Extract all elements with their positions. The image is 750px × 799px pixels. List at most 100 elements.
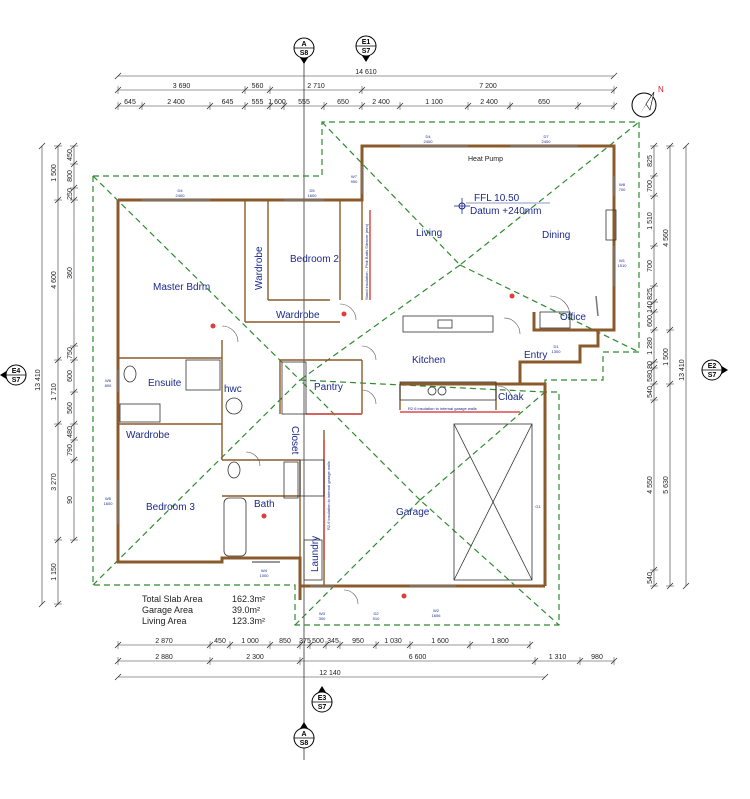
closet-box bbox=[299, 459, 325, 497]
section-tag-bottom_a-sheet: S8 bbox=[300, 740, 309, 747]
ensuite-vanity bbox=[119, 403, 161, 423]
dim-bottom-row1-3: 850 bbox=[279, 638, 291, 645]
section-tag-e4-letter: E4 bbox=[12, 368, 21, 375]
room-master-bedroom: Master Bdrm bbox=[153, 282, 210, 293]
dim-right-row3-0: 825 bbox=[647, 155, 654, 167]
roof-outline bbox=[92, 121, 640, 626]
dim-left-row3-3: 360 bbox=[67, 267, 74, 279]
dim-right-row2-1: 1 500 bbox=[663, 348, 670, 366]
dim-top-row3-4: 1 600 bbox=[268, 99, 286, 106]
room-labels: Master Bdrm Bedroom 2 Wardrobe Wardrobe … bbox=[126, 156, 586, 572]
dim-bottom-row2-3: 1 310 bbox=[549, 654, 567, 661]
ffl-marker: FFL 10.50 Datum +240mm bbox=[454, 193, 550, 217]
north-arrow: N bbox=[631, 85, 664, 118]
room-office: Office bbox=[560, 312, 586, 323]
dim-bottom-overall: 12 140 bbox=[319, 670, 341, 677]
office-desk bbox=[539, 311, 571, 329]
section-tag-bottom_a-letter: A bbox=[301, 731, 306, 738]
notes: Stand insulation - Pink Batts Silencer (… bbox=[326, 223, 477, 530]
room-dining: Dining bbox=[542, 230, 570, 241]
dim-right-row3-1: 700 bbox=[647, 180, 654, 192]
dim-top-row3-9: 2 400 bbox=[480, 99, 498, 106]
dim-top-row3-5: 555 bbox=[298, 99, 310, 106]
dim-left-row2-4: 1 150 bbox=[51, 563, 58, 581]
bath-shower bbox=[283, 461, 299, 499]
area-label-2: Living Area bbox=[142, 616, 187, 626]
section-tag-e2-letter: E2 bbox=[708, 363, 717, 370]
dim-bottom-row1-8: 1 030 bbox=[384, 638, 402, 645]
section-tag-top_a: AS8 bbox=[293, 37, 315, 64]
pantry-shelves bbox=[281, 361, 307, 415]
section-tag-e4-sheet: S7 bbox=[12, 377, 21, 384]
note-internal-garage: R2.6 insulation to internal garage walls bbox=[408, 406, 477, 411]
room-cloak: Cloak bbox=[498, 392, 525, 403]
dim-top-row2-2: 2 710 bbox=[307, 83, 325, 90]
section-tag-e1-sheet: S7 bbox=[362, 48, 371, 55]
dim-right-row3-10: 540 bbox=[647, 386, 654, 398]
dim-right-row3-12: 540 bbox=[647, 572, 654, 584]
area-value-2: 123.3m² bbox=[232, 616, 265, 626]
dim-bottom-row1-0: 2 870 bbox=[155, 638, 173, 645]
dim-left-row3-8: 790 bbox=[67, 444, 74, 456]
room-garage: Garage bbox=[396, 507, 430, 518]
dim-right-row3-6: 600 bbox=[647, 315, 654, 327]
smoke-alarms bbox=[210, 293, 515, 599]
area-value-0: 162.3m² bbox=[232, 594, 265, 604]
room-closet: Closet bbox=[289, 426, 300, 455]
room-ensuite: Ensuite bbox=[148, 378, 182, 389]
room-wardrobe-bedroom-2: Wardrobe bbox=[276, 310, 320, 321]
dim-bottom-row1-2: 1 000 bbox=[241, 638, 259, 645]
dim-left-row3-4: 750 bbox=[67, 347, 74, 359]
dim-top-row3-2: 645 bbox=[222, 99, 234, 106]
dim-bottom-row1-6: 345 bbox=[327, 638, 339, 645]
door-swings bbox=[221, 295, 571, 605]
dim-right-row3-7: 1 280 bbox=[647, 337, 654, 355]
room-entry: Entry bbox=[524, 350, 547, 361]
area-label-0: Total Slab Area bbox=[142, 594, 203, 604]
dim-right-row3-2: 1 510 bbox=[647, 212, 654, 230]
section-tag-top_a-letter: A bbox=[301, 41, 306, 48]
dim-top-row3-0: 645 bbox=[124, 99, 136, 106]
dim-top-overall: 14 610 bbox=[355, 69, 377, 76]
dim-left-row2-0: 1 500 bbox=[51, 164, 58, 182]
room-kitchen: Kitchen bbox=[412, 355, 445, 366]
dim-right-row3-5: 140 bbox=[647, 301, 654, 313]
kitchen-bench-top bbox=[402, 315, 494, 333]
dim-bottom-row1-4: 375 bbox=[299, 638, 311, 645]
dim-top-row3-8: 1 100 bbox=[425, 99, 443, 106]
dim-left-row2-1: 4 600 bbox=[51, 271, 58, 289]
dim-bottom-row2-1: 2 300 bbox=[246, 654, 264, 661]
garage-door-zone bbox=[453, 423, 533, 581]
section-tag-e3-sheet: S7 bbox=[318, 704, 327, 711]
section-tag-e1-letter: E1 bbox=[362, 39, 371, 46]
room-wardrobe-bedroom-3: Wardrobe bbox=[126, 430, 170, 441]
window-marks bbox=[117, 145, 615, 587]
room-wardrobe-master: Wardrobe bbox=[254, 246, 265, 290]
fixtures bbox=[119, 209, 617, 581]
area-value-1: 39.0m² bbox=[232, 605, 260, 615]
dim-left-row3-2: 250 bbox=[67, 188, 74, 200]
dim-left-row3-0: 450 bbox=[67, 149, 74, 161]
dim-left-row2-3: 3 270 bbox=[51, 473, 58, 491]
dim-left-row2-2: 1 710 bbox=[51, 383, 58, 401]
dim-top-row2-3: 7 200 bbox=[479, 83, 497, 90]
ffl-level-text: FFL 10.50 bbox=[474, 193, 520, 204]
dim-right-row3-3: 700 bbox=[647, 260, 654, 272]
section-tag-e3-letter: E3 bbox=[318, 695, 327, 702]
dim-left-row3-9: 90 bbox=[67, 496, 74, 504]
bath-toilet bbox=[227, 461, 241, 479]
dim-right-row3-9: 580 bbox=[647, 370, 654, 382]
room-bedroom-3: Bedroom 3 bbox=[146, 502, 195, 513]
